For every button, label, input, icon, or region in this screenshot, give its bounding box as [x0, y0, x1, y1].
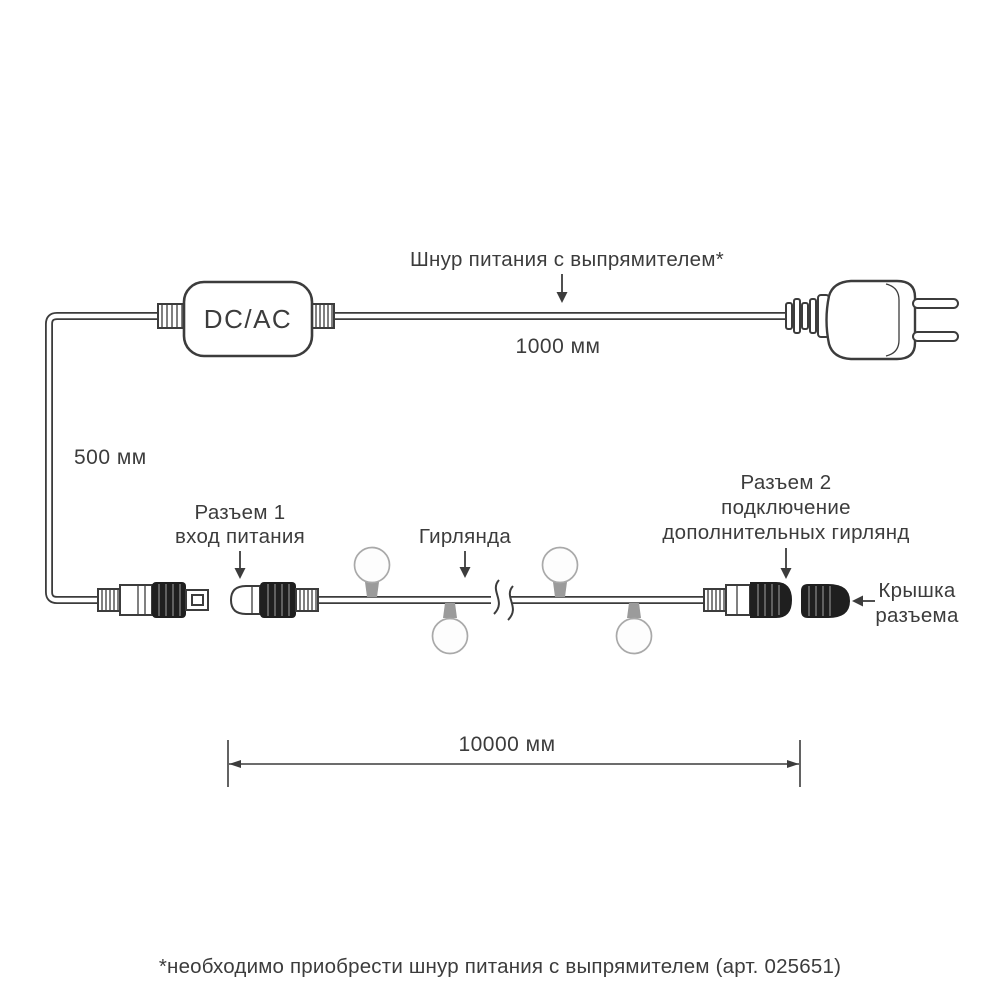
arrow-down-icon	[459, 551, 471, 578]
connector2-label-line3: дополнительных гирлянд	[662, 521, 909, 544]
power-cord-length-label: 1000 мм	[516, 335, 601, 358]
connector2-label-line1: Разъем 2	[741, 471, 832, 494]
dcac-converter-box: DC/AC	[182, 280, 314, 358]
dimension-10000: 10000 мм	[227, 733, 801, 787]
connector2-label-line2: подключение	[721, 496, 851, 519]
cap-label-line1: Крышка	[878, 579, 955, 602]
bulb	[431, 603, 469, 655]
plug-pin	[912, 298, 959, 309]
bulb	[615, 603, 653, 655]
hatched-coupler	[311, 303, 335, 329]
hatched-coupler	[295, 588, 319, 612]
footnote: *необходимо приобрести шнур питания с вы…	[159, 955, 841, 978]
arrow-down-icon	[556, 274, 568, 303]
arrow-down-icon	[780, 548, 792, 579]
cap-label-line2: разъема	[875, 604, 959, 627]
connector1-label-line1: Разъем 1	[195, 501, 286, 524]
bulb	[353, 546, 391, 597]
plug-pin	[912, 331, 959, 342]
lead-connector	[97, 582, 209, 618]
connector-2	[703, 582, 792, 618]
connector-1	[229, 582, 319, 618]
garland-length-label: 10000 мм	[458, 733, 555, 756]
bulb	[541, 546, 579, 597]
lead-wire	[45, 312, 172, 604]
dimension-arrow	[229, 760, 241, 768]
arrow-left-icon	[852, 595, 875, 607]
dcac-label: DC/AC	[204, 304, 292, 334]
strain-relief-ribs	[785, 294, 830, 338]
connector1-label-line2: вход питания	[175, 525, 305, 548]
dimension-arrow	[787, 760, 799, 768]
hatched-coupler	[157, 303, 185, 329]
lead-length-label: 500 мм	[74, 446, 147, 469]
connector-cap	[801, 584, 850, 618]
garland-label: Гирлянда	[419, 525, 512, 548]
arrow-down-icon	[234, 551, 246, 579]
wire-break-mark	[493, 579, 514, 621]
hatched-coupler	[97, 588, 121, 612]
hatched-coupler	[703, 588, 727, 612]
power-cord-label: Шнур питания с выпрямителем*	[410, 248, 724, 271]
power-plug	[825, 279, 959, 361]
